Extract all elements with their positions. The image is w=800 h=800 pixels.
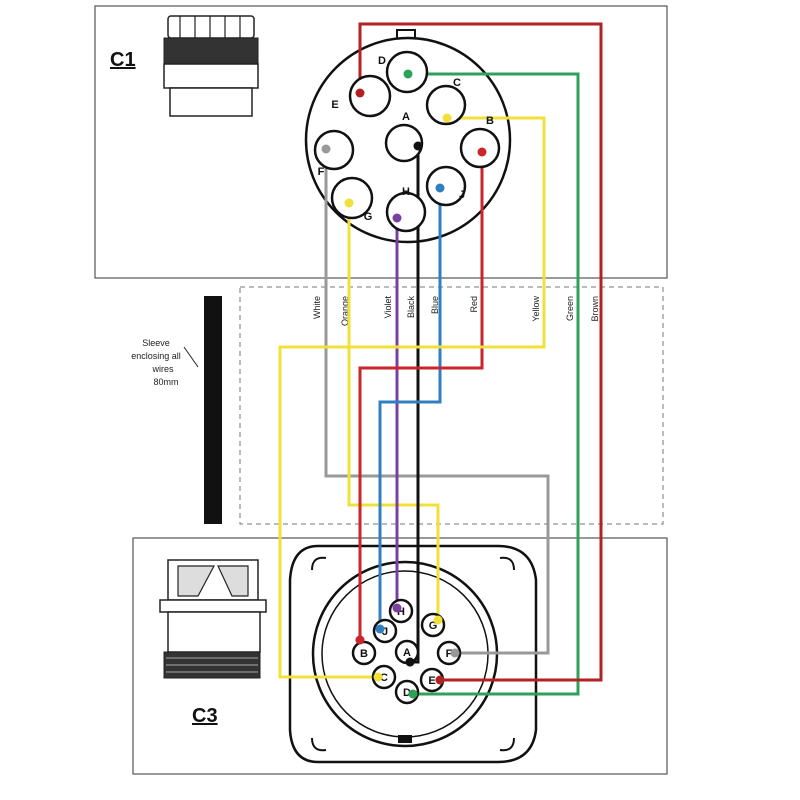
c1-pin-label-a: A (402, 111, 410, 123)
c1-pin-label-h: H (402, 186, 410, 198)
c1-pin-label-e: E (331, 99, 338, 111)
wire-brown (358, 22, 603, 682)
wire-green (408, 72, 580, 696)
wire-dot-c1-brown (355, 88, 365, 98)
wire-dot-c1-green (403, 69, 413, 79)
wire-dot-c1-orange (344, 198, 354, 208)
c1-pin-label-d: D (378, 55, 386, 67)
c1-pin-h (385, 191, 427, 233)
sleeve-leader (183, 346, 199, 368)
c3-pin-label-b: B (360, 648, 368, 660)
c1-pin-label-j: J (459, 189, 465, 201)
c1-label: C1 (110, 49, 136, 71)
c1-connector-drawing (163, 15, 259, 117)
c3-pins: A BC D E F G HJ (351, 598, 462, 705)
wire-white (324, 149, 550, 655)
c3-pin-label-j: J (382, 626, 388, 638)
c1-pin-label-g: G (364, 211, 373, 223)
c3-pin-label-d: D (403, 687, 411, 699)
wire-orange (347, 203, 440, 620)
sleeve-region (239, 286, 664, 525)
c1-pin-c (425, 84, 467, 126)
c3-pin-f (436, 640, 462, 666)
c3-key (398, 735, 412, 743)
c1-pin-f (313, 129, 355, 171)
c3-pin-label-f: F (446, 648, 453, 660)
c3-label: C3 (192, 705, 218, 727)
sleeve-bar (204, 296, 222, 524)
wire-label-violet: Violet (383, 296, 393, 319)
wire-label-white: White (312, 296, 322, 319)
wire-dot-c3-white (450, 648, 460, 658)
c1-pin-g (330, 176, 374, 220)
c3-pin-label-c: C (380, 672, 388, 684)
c3-connector-drawing (159, 559, 267, 679)
wire-labels: White Orange Violet Black Blue Red Yellow Green… (312, 296, 600, 327)
c1-pin-e (348, 74, 392, 118)
wire-label-green: Green (565, 296, 575, 321)
wire-dot-c1-violet (392, 213, 402, 223)
c3-pin-label-h: H (397, 606, 405, 618)
wire-red (358, 152, 484, 640)
wire-dot-c3-yellow (373, 672, 383, 682)
wire-label-yellow: Yellow (531, 296, 541, 322)
c1-pin-label-f: F (318, 166, 325, 178)
wire-label-orange: Orange (340, 296, 350, 326)
sleeve-note-line-3: wires (151, 364, 174, 374)
wire-dot-c1-blue (435, 183, 445, 193)
wire-dot-c1-yellow (442, 113, 452, 123)
wire-blue (378, 188, 442, 629)
wire-label-brown: Brown (590, 296, 600, 322)
wire-label-red: Red (469, 296, 479, 313)
wire-label-blue: Blue (430, 296, 440, 314)
wire-dot-c3-blue (375, 624, 385, 634)
wire-dot-c1-red (477, 147, 487, 157)
c1-pin-j (425, 165, 467, 207)
sleeve-note-line-4: 80mm (153, 377, 178, 387)
wire-dot-c3-violet (392, 603, 402, 613)
c1-pin-label-c: C (453, 77, 461, 89)
sleeve-note-line-2: enclosing all (131, 351, 181, 361)
wire-dot-c3-red (355, 635, 365, 645)
wire-dot-c3-brown (435, 675, 445, 685)
wire-label-black: Black (406, 296, 416, 319)
wire-end-dots (321, 69, 487, 699)
wire-dot-c3-orange (433, 615, 443, 625)
c3-pin-c (371, 664, 397, 690)
wire-dot-c3-black (405, 657, 415, 667)
c3-pin-label-a: A (403, 647, 411, 659)
c1-pin-label-b: B (486, 115, 494, 127)
wire-dot-c1-white (321, 144, 331, 154)
sleeve-note-line-1: Sleeve (142, 338, 170, 348)
c1-pin-a (384, 123, 424, 163)
c3-pin-label-g: G (429, 620, 438, 632)
wire-dot-c3-green (408, 689, 418, 699)
wire-yellow (278, 116, 546, 679)
c3-pin-label-e: E (428, 675, 435, 687)
wire-dot-c1-black (413, 141, 423, 151)
